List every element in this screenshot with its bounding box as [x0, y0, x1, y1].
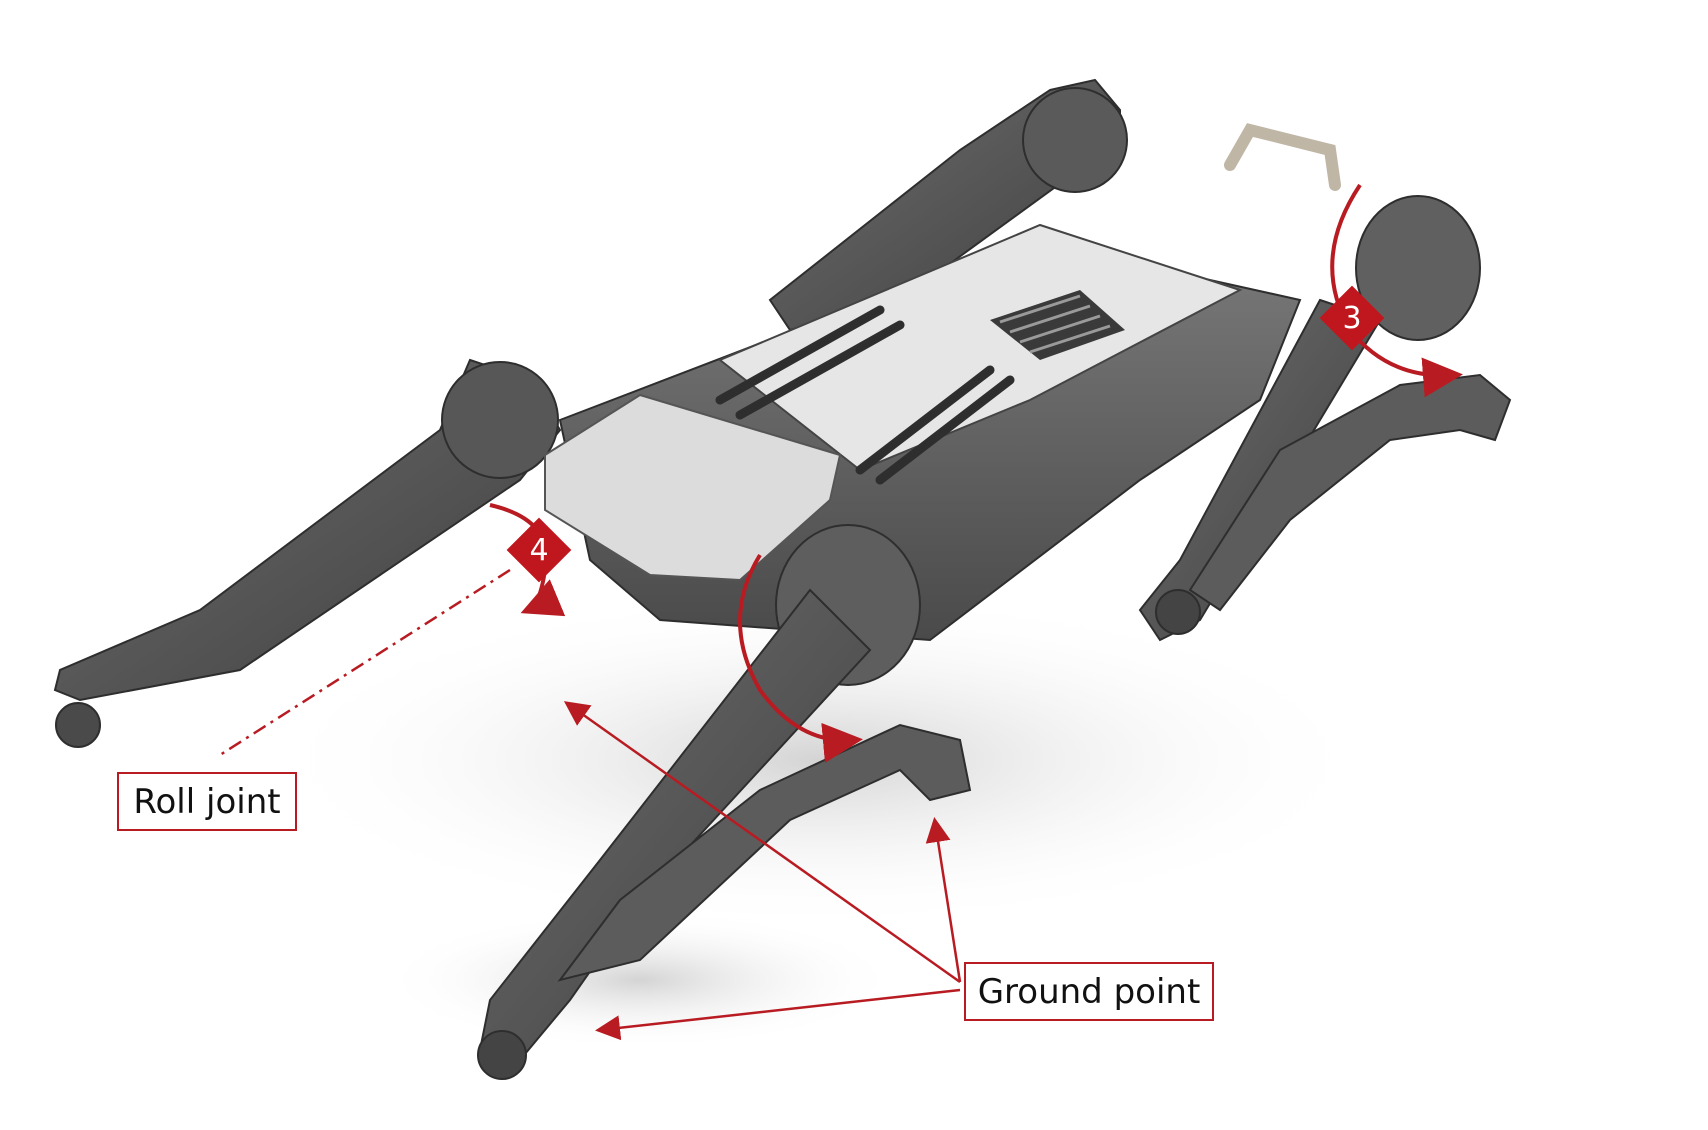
joint-badge-3: 3	[1326, 292, 1378, 344]
rear-right-lower-leg	[1188, 373, 1512, 612]
roll-joint-callout: Roll joint	[117, 772, 297, 831]
rear-right-hip-motor	[1355, 195, 1481, 341]
carry-handle	[1224, 123, 1341, 191]
front-right-foot	[477, 1030, 527, 1080]
front-left-foot	[55, 702, 101, 748]
ground-point-callout: Ground point	[964, 962, 1214, 1021]
rotation-arrow-front-right	[738, 553, 863, 763]
top-panel	[718, 223, 1243, 472]
front-cover	[544, 393, 842, 582]
front-left-hip-motor	[441, 361, 559, 479]
ground-shadow	[260, 590, 1380, 930]
front-right-lower-leg	[557, 723, 972, 982]
body-rods	[715, 305, 1015, 485]
rear-right-foot	[1155, 589, 1201, 635]
rear-left-hip-motor	[1022, 87, 1128, 193]
vent-grid	[990, 290, 1125, 360]
ground-point-arrows	[563, 701, 962, 1041]
joint-badge-4: 4	[513, 524, 565, 576]
